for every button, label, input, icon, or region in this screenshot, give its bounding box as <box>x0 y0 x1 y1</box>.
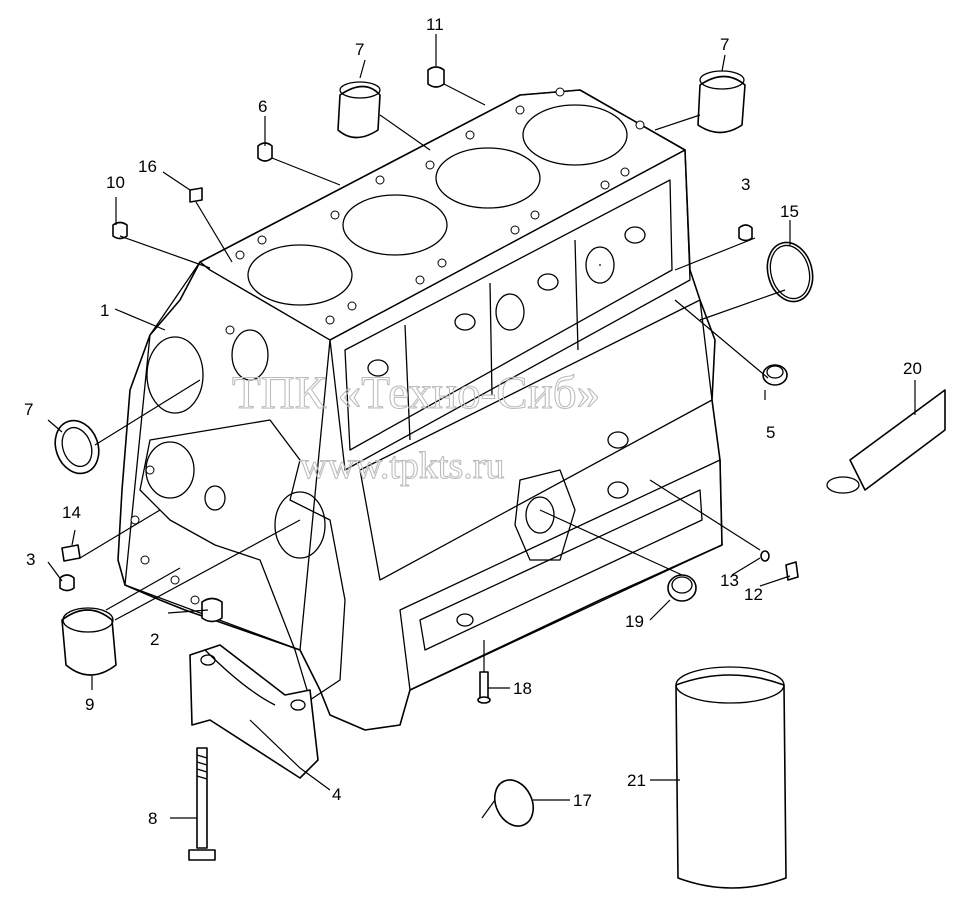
plug-part-3-front <box>59 574 75 592</box>
plug-part-3-top <box>738 224 753 242</box>
cap-part-5 <box>762 364 788 386</box>
callout-19: 19 <box>625 612 644 631</box>
callout-18: 18 <box>513 679 532 698</box>
callout-12: 12 <box>744 585 763 604</box>
callout-21: 21 <box>627 771 646 790</box>
callout-13: 13 <box>720 571 739 590</box>
bushing-part-9 <box>61 607 117 676</box>
leader-lines <box>47 34 916 819</box>
o-ring-part-17 <box>493 779 535 827</box>
callout-7-top-right: 7 <box>720 35 729 54</box>
callout-2: 2 <box>150 630 159 649</box>
callout-3-top: 3 <box>741 175 750 194</box>
dowel-part-16 <box>189 187 203 203</box>
callout-20: 20 <box>903 359 922 378</box>
plug-part-7b <box>697 70 746 134</box>
callout-9: 9 <box>85 695 94 714</box>
callout-10: 10 <box>106 173 125 192</box>
callout-1: 1 <box>100 301 109 320</box>
callout-15: 15 <box>780 202 799 221</box>
pin-part-14 <box>61 544 81 562</box>
bolt-part-18 <box>477 671 491 704</box>
callout-16: 16 <box>138 157 157 176</box>
callout-8: 8 <box>148 809 157 828</box>
o-ring-part-15 <box>766 241 814 303</box>
plug-part-11 <box>427 66 445 88</box>
tag-part-20 <box>826 389 946 494</box>
callout-7-top-left: 7 <box>355 40 364 59</box>
callout-4: 4 <box>332 785 341 804</box>
dowel-part-2 <box>201 597 223 623</box>
cap-part-19 <box>667 574 697 602</box>
main-bearing-cap-part-4 <box>189 644 319 779</box>
callout-labels: 1 2 3 3 4 5 6 7 7 7 8 9 10 11 12 13 14 1… <box>24 15 922 828</box>
cylinder-liner-part-21 <box>675 666 787 889</box>
watermark-website: www.tpkts.ru <box>300 445 504 487</box>
plug-part-10 <box>112 221 128 240</box>
callout-5: 5 <box>766 423 775 442</box>
callout-14: 14 <box>62 503 81 522</box>
callout-6: 6 <box>258 97 267 116</box>
callout-11: 11 <box>426 15 444 34</box>
watermark-company-name: ТПК «Техно-Сиб» <box>232 367 600 419</box>
bolt-part-8 <box>188 747 216 861</box>
callout-17: 17 <box>573 791 592 810</box>
callout-7-left: 7 <box>24 400 33 419</box>
callout-3-front: 3 <box>26 550 35 569</box>
cylinder-block <box>117 87 723 731</box>
ring-part-13 <box>760 550 770 562</box>
plug-part-7a <box>337 81 381 139</box>
plug-part-12 <box>785 561 799 581</box>
seal-ring-part-7c <box>54 419 100 475</box>
